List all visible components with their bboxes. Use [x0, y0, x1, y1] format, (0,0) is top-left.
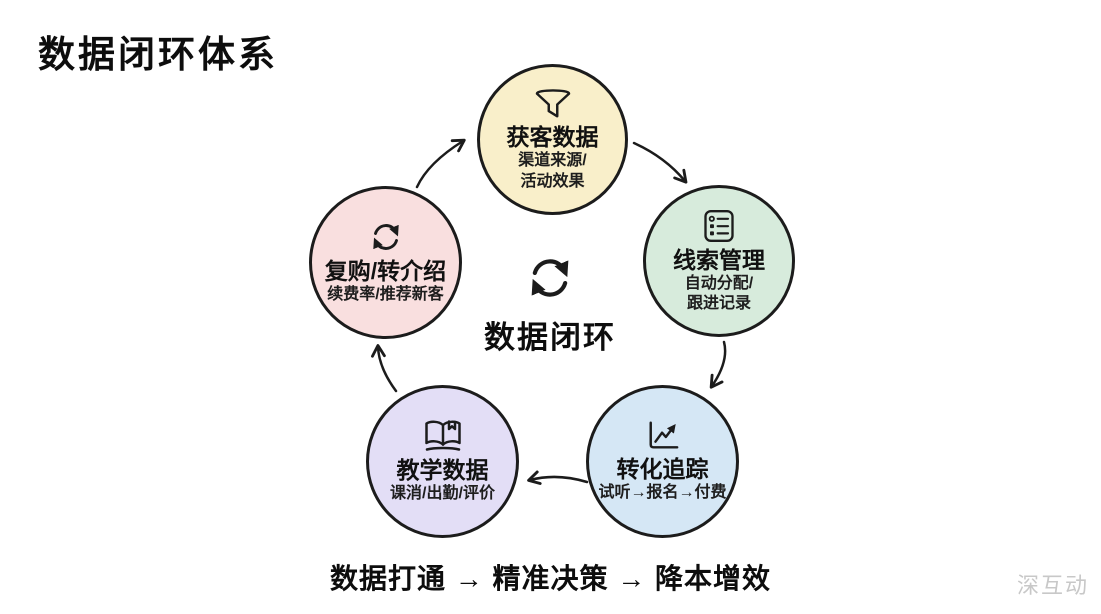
node-subtitle: 课消/出勤/评价: [390, 485, 495, 503]
node-teaching: 教学数据 课消/出勤/评价: [366, 385, 519, 538]
node-acquisition: 获客数据 渠道来源/ 活动效果: [477, 64, 628, 215]
checklist-icon: [704, 209, 734, 242]
center-label: 数据闭环: [484, 320, 616, 355]
arrow-acquisition-to-leads: [632, 141, 688, 184]
watermark: 深互动: [1016, 573, 1089, 598]
bottom-tagline: 数据打通 → 精准决策 → 降本增效: [329, 563, 772, 594]
arrow-leads-to-conversion: [709, 340, 727, 389]
arrow-teaching-to-repurchase: [371, 344, 398, 393]
arrow-conversion-to-teaching: [527, 470, 589, 485]
node-title: 获客数据: [506, 124, 599, 150]
node-conversion: 转化追踪 试听→报名→付费: [586, 385, 739, 538]
node-title: 复购/转介绍: [324, 258, 447, 285]
funnel-icon: [535, 89, 570, 118]
cycle-icon: [372, 224, 399, 251]
node-subtitle: 试听→报名→付费: [598, 484, 727, 502]
node-subtitle: 活动效果: [520, 172, 585, 190]
node-subtitle: 跟进记录: [686, 295, 751, 313]
node-subtitle: 自动分配/: [684, 274, 754, 292]
node-subtitle: 渠道来源/: [518, 152, 587, 170]
trend-chart-icon: [648, 421, 678, 449]
center-hub: 数据闭环: [440, 252, 660, 357]
cycle-icon: [531, 259, 569, 297]
node-subtitle: 续费率/推荐新客: [327, 286, 444, 304]
node-leads: 线索管理 自动分配/ 跟进记录: [643, 185, 795, 337]
node-title: 线索管理: [673, 246, 765, 273]
node-repurchase: 复购/转介绍 续费率/推荐新客: [309, 186, 462, 339]
node-title: 转化追踪: [616, 456, 709, 483]
open-book-icon: [424, 420, 461, 451]
node-title: 教学数据: [396, 457, 489, 484]
arrow-repurchase-to-acquisition: [415, 138, 466, 189]
page-title: 数据闭环体系: [38, 34, 278, 75]
